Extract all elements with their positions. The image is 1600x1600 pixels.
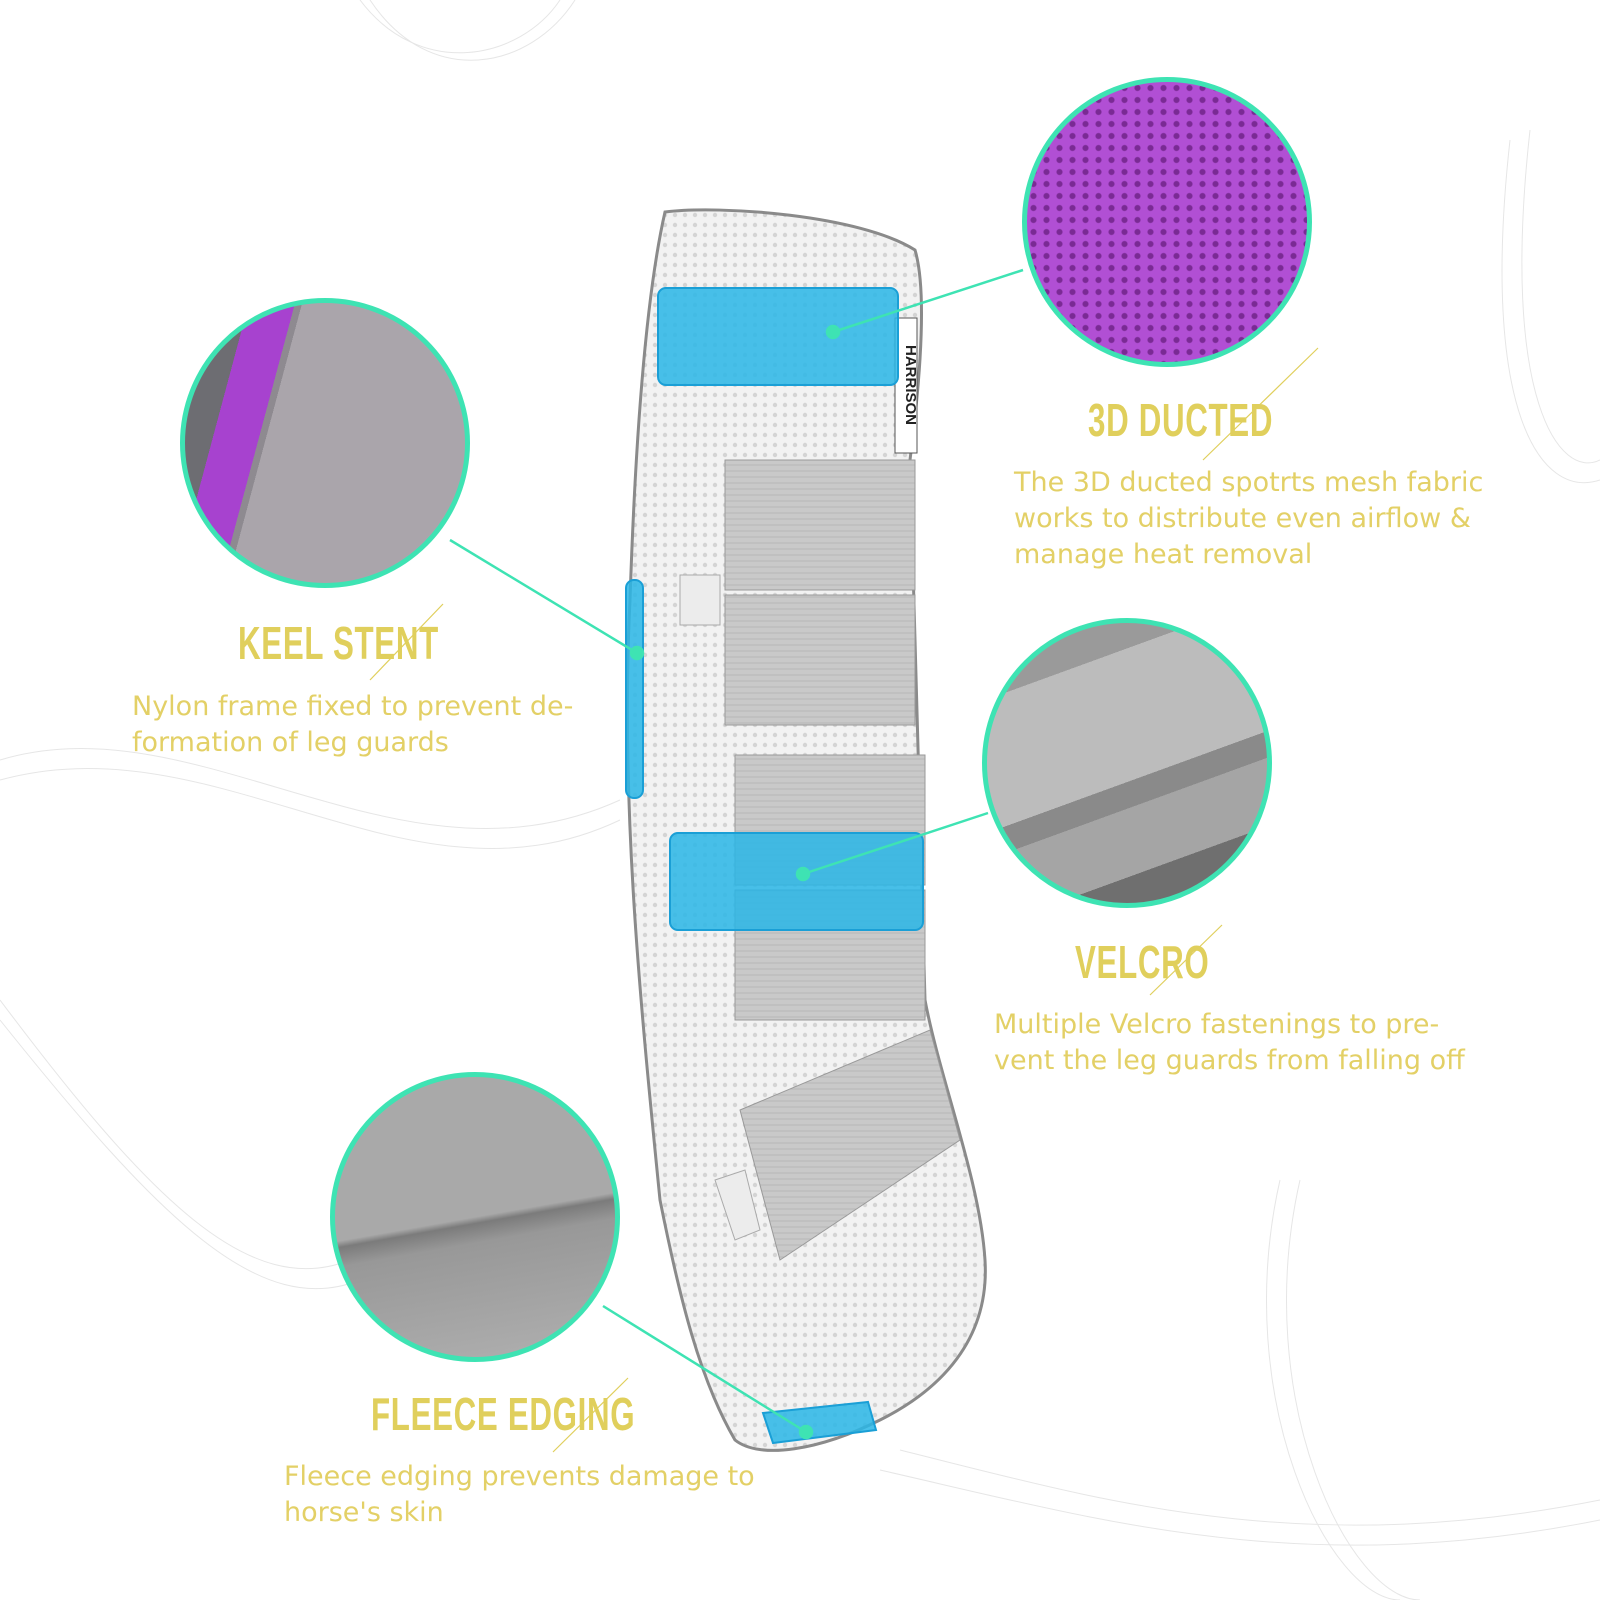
feature-desc-fleece-edging: Fleece edging prevents damage to horse's… <box>284 1459 755 1531</box>
velcro-detail-circle <box>982 618 1272 908</box>
desc-line: Fleece edging prevents damage to <box>284 1461 755 1492</box>
feature-desc-velcro: Multiple Velcro fastenings to pre- vent … <box>994 1007 1465 1079</box>
desc-line: Multiple Velcro fastenings to pre- <box>994 1009 1440 1040</box>
highlight-mesh <box>657 287 899 386</box>
desc-line: horse's skin <box>284 1497 444 1528</box>
feature-title-velcro: VELCRO <box>1075 936 1210 988</box>
feature-title-fleece-edging: FLEECE EDGING <box>371 1388 636 1440</box>
highlight-velcro <box>669 832 924 931</box>
desc-line: formation of leg guards <box>132 727 449 758</box>
mesh-detail-circle <box>1022 77 1312 367</box>
highlight-keel-stent <box>625 579 644 799</box>
desc-line: vent the leg guards from falling off <box>994 1045 1465 1076</box>
feature-desc-keel-stent: Nylon frame fixed to prevent de- formati… <box>132 689 573 761</box>
keel-stent-detail-circle <box>180 298 470 588</box>
feature-title-keel-stent: KEEL STENT <box>238 617 439 669</box>
feature-title-3d-ducted: 3D DUCTED <box>1088 394 1274 446</box>
brand-label: HARRISON <box>902 345 919 425</box>
desc-line: manage heat removal <box>1014 539 1313 570</box>
desc-line: The 3D ducted spotrts mesh fabric <box>1014 467 1484 498</box>
desc-line: Nylon frame fixed to prevent de- <box>132 691 574 722</box>
fleece-detail-circle <box>330 1072 620 1362</box>
highlight-fleece <box>761 1400 878 1445</box>
feature-desc-3d-ducted: The 3D ducted spotrts mesh fabric works … <box>1014 465 1483 573</box>
desc-line: works to distribute even airflow & <box>1014 503 1471 534</box>
